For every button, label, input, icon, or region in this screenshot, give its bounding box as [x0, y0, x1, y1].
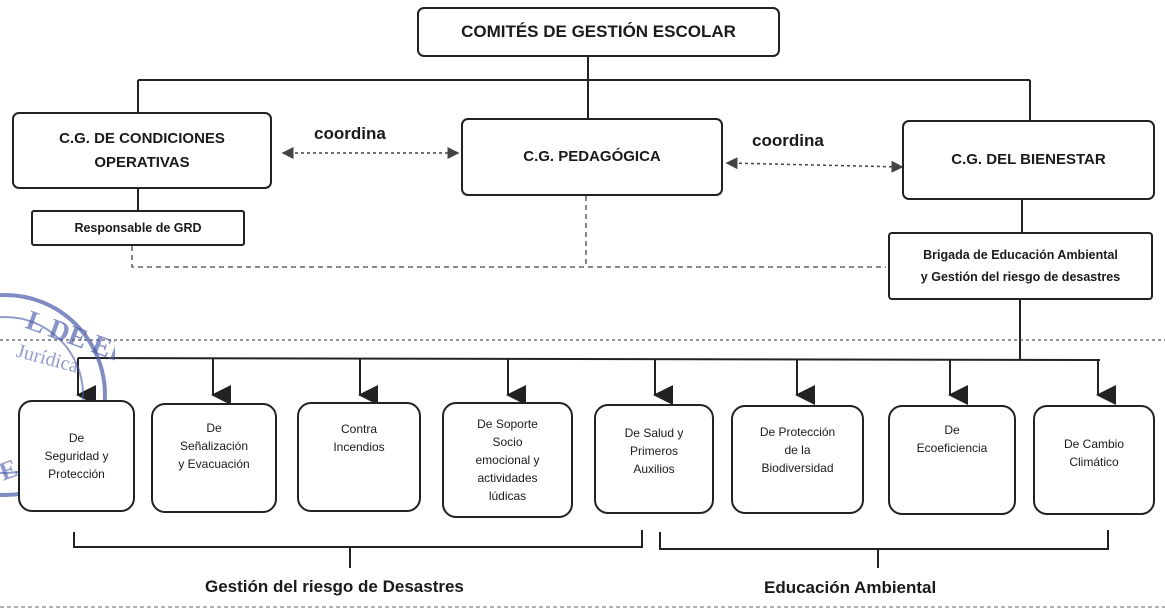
- title: COMITÉS DE GESTIÓN ESCOLAR: [461, 22, 736, 41]
- brigade-cambio-climatico: De Cambio Climático: [1033, 405, 1155, 515]
- brigade-ecoeficiencia: De Ecoeficiencia: [888, 405, 1016, 515]
- committee-bienestar: C.G. DEL BIENESTAR: [902, 120, 1155, 200]
- coordina-label-right: coordina: [752, 131, 824, 150]
- committee-pedagogica: C.G. PEDAGÓGICA: [461, 118, 723, 196]
- brigade-cambio-climatico-label: De Cambio Climático: [1063, 437, 1125, 469]
- brigade-incendios-label: Contra Incendios: [333, 422, 385, 454]
- brigade-salud: De Salud y Primeros Auxilios: [594, 404, 714, 514]
- brigade-incendios: Contra Incendios: [297, 402, 421, 512]
- bracket-ambiental: [659, 530, 1109, 550]
- committee-condiciones: C.G. DE CONDICIONES OPERATIVAS: [12, 112, 272, 189]
- brigade-salud-label: De Salud y Primeros Auxilios: [624, 426, 684, 476]
- brigade-ecoeficiencia-label: De Ecoeficiencia: [916, 423, 988, 455]
- brigade-socioemocional: De Soporte Socio emocional y actividades…: [442, 402, 573, 518]
- brigade-biodiversidad-label: De Protección de la Biodiversidad: [759, 425, 836, 475]
- responsable-grd-label: Responsable de GRD: [74, 221, 202, 235]
- brigade-senalizacion: De Señalización y Evacuación: [151, 403, 277, 513]
- brigade-biodiversidad: De Protección de la Biodiversidad: [731, 405, 864, 514]
- committee-bienestar-label: C.G. DEL BIENESTAR: [951, 151, 1106, 168]
- brigade-seguridad-label: De Seguridad y Protección: [44, 431, 109, 481]
- coordina-arrow-right: [725, 157, 904, 173]
- group-ambiental-caption: Educación Ambiental: [764, 578, 937, 597]
- brigade-senalizacion-label: De Señalización y Evacuación: [178, 421, 250, 471]
- brigada-label: Brigada de Educación Ambiental y Gestión…: [920, 248, 1121, 284]
- committee-pedagogica-label: C.G. PEDAGÓGICA: [523, 148, 661, 165]
- committee-condiciones-label: C.G. DE CONDICIONES OPERATIVAS: [59, 129, 225, 171]
- coordina-label-left: coordina: [314, 124, 386, 143]
- brigada-box: Brigada de Educación Ambiental y Gestión…: [888, 232, 1153, 300]
- group-riesgo-caption: Gestión del riesgo de Desastres: [205, 577, 464, 596]
- dashed-link: [131, 246, 886, 268]
- brigade-socioemocional-label: De Soporte Socio emocional y actividades…: [475, 417, 540, 503]
- brigade-seguridad: De Seguridad y Protección: [18, 400, 135, 512]
- responsable-grd-box: Responsable de GRD: [31, 210, 245, 246]
- bottom-bus: [77, 357, 1101, 361]
- title-box: COMITÉS DE GESTIÓN ESCOLAR: [417, 7, 780, 57]
- bracket-riesgo: [73, 530, 643, 548]
